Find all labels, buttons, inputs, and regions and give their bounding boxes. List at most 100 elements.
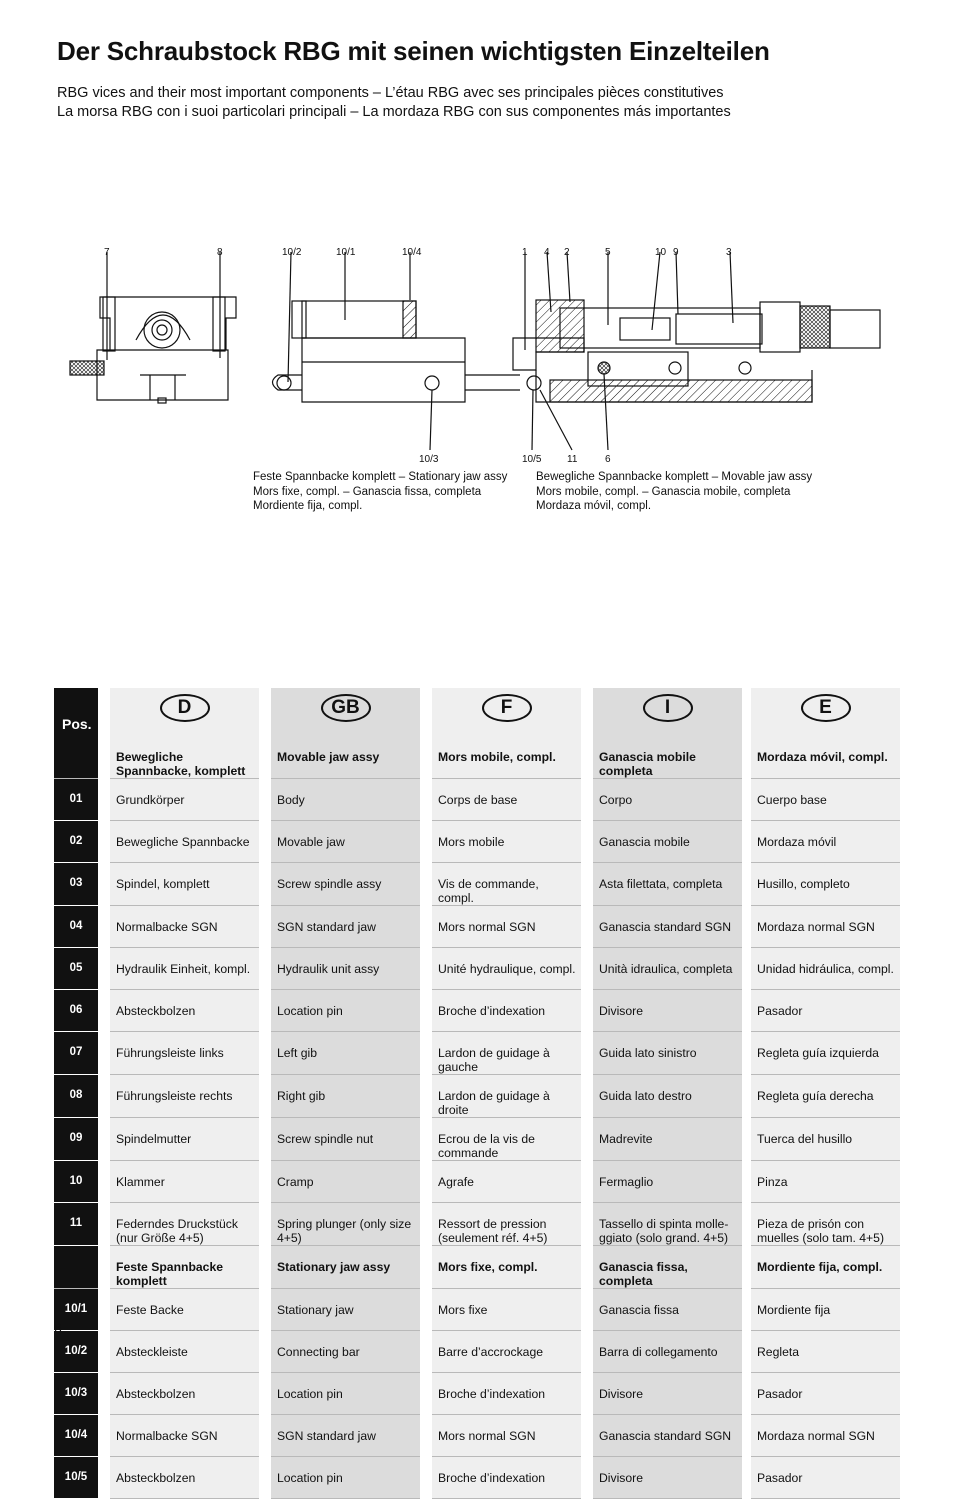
cell-f: Lardon de guidage à gauche xyxy=(432,1031,581,1075)
pos-cell: 10 xyxy=(54,1160,98,1203)
cell-i: Unità idraulica, completa xyxy=(593,947,742,990)
cell-gb: Left gib xyxy=(271,1031,420,1075)
cell-gb: Connecting bar xyxy=(271,1330,420,1373)
caption-line: Bewegliche Spannbacke komplett – Movable… xyxy=(536,471,813,483)
cell-f: Mors normal SGN xyxy=(432,1414,581,1457)
cell-e: Regleta guía derecha xyxy=(751,1074,900,1118)
cell-gb: Screw spindle assy xyxy=(271,862,420,906)
cell-d: Grundkörper xyxy=(110,778,259,821)
cell-gb: Spring plunger (only size 4+5) xyxy=(271,1202,420,1246)
cell-d: Absteckbolzen xyxy=(110,1372,259,1415)
cell-gb: Location pin xyxy=(271,989,420,1032)
cell-e: Cuerpo base xyxy=(751,778,900,821)
cell-gb: Stationary jaw xyxy=(271,1288,420,1331)
drawing-label: 9 xyxy=(673,247,679,258)
drawing-label: 11 xyxy=(567,454,578,465)
pos-cell: 04 xyxy=(54,905,98,948)
lang-header-e: E xyxy=(751,688,900,736)
cell-e: Pasador xyxy=(751,1372,900,1415)
lang-badge: D xyxy=(159,694,210,722)
cell-gb: Movable jaw xyxy=(271,820,420,863)
drawing-label: 1 xyxy=(522,247,528,258)
drawing-label: 10/4 xyxy=(402,247,422,258)
pos-cell: 01 xyxy=(54,778,98,821)
cell-f: Mors fixe xyxy=(432,1288,581,1331)
lang-header-gb: GB xyxy=(271,688,420,736)
drawing-label: 10/3 xyxy=(419,454,439,465)
cell-f: Ressort de pression (seulement réf. 4+5) xyxy=(432,1202,581,1246)
cell-d: Führungsleiste rechts xyxy=(110,1074,259,1118)
cell-f: Unité hydraulique, compl. xyxy=(432,947,581,990)
cell-f: Vis de commande, compl. xyxy=(432,862,581,906)
section-heading-i: Ganascia fissa, completa xyxy=(593,1245,742,1289)
cell-i: Ganascia fissa xyxy=(593,1288,742,1331)
drawing-label: 6 xyxy=(605,454,611,465)
cell-gb: Screw spindle nut xyxy=(271,1117,420,1161)
cell-e: Tuerca del husillo xyxy=(751,1117,900,1161)
pos-cell: 05 xyxy=(54,947,98,990)
cell-f: Mors normal SGN xyxy=(432,905,581,948)
cell-i: Tassello di spinta molle-ggiato (solo gr… xyxy=(593,1202,742,1246)
cell-i: Corpo xyxy=(593,778,742,821)
section-heading-f: Mors mobile, compl. xyxy=(432,736,581,779)
cell-d: Feste Backe xyxy=(110,1288,259,1331)
cell-gb: Right gib xyxy=(271,1074,420,1118)
subtitle: RBG vices and their most important compo… xyxy=(57,84,731,122)
cell-d: Bewegliche Spannbacke xyxy=(110,820,259,863)
cell-e: Regleta xyxy=(751,1330,900,1373)
subtitle-line: La morsa RBG con i suoi particolari prin… xyxy=(57,104,731,120)
pos-cell: 10/4 xyxy=(54,1414,98,1457)
cell-gb: Body xyxy=(271,778,420,821)
cell-e: Mordaza normal SGN xyxy=(751,1414,900,1457)
drawing-label: 3 xyxy=(726,247,732,258)
cell-i: Guida lato destro xyxy=(593,1074,742,1118)
caption-line: Mordiente fija, compl. xyxy=(253,500,363,512)
cell-d: Federndes Druckstück (nur Größe 4+5) xyxy=(110,1202,259,1246)
cell-d: Spindelmutter xyxy=(110,1117,259,1161)
section-heading-d: Feste Spannbacke komplett xyxy=(110,1245,259,1289)
cell-f: Broche d’indexation xyxy=(432,989,581,1032)
drawing-label: 10/2 xyxy=(282,247,302,258)
caption-line: Mordaza móvil, compl. xyxy=(536,500,652,512)
cell-i: Barra di collegamento xyxy=(593,1330,742,1373)
cell-f: Corps de base xyxy=(432,778,581,821)
cell-e: Pasador xyxy=(751,989,900,1032)
cell-e: Mordaza móvil xyxy=(751,820,900,863)
cell-f: Broche d’indexation xyxy=(432,1456,581,1499)
cell-d: Absteckbolzen xyxy=(110,1456,259,1499)
section-heading-f: Mors fixe, compl. xyxy=(432,1245,581,1289)
lang-header-d: D xyxy=(110,688,259,736)
subtitle-line: RBG vices and their most important compo… xyxy=(57,85,724,101)
cell-f: Lardon de guidage à droite xyxy=(432,1074,581,1118)
cell-gb: Location pin xyxy=(271,1372,420,1415)
pos-cell: 10/2 xyxy=(54,1330,98,1373)
vice-technical-drawing: 7 8 10/2 10/1 10/4 1 4 2 5 10 9 3 10/3 1… xyxy=(69,247,881,465)
cell-f: Ecrou de la vis de commande xyxy=(432,1117,581,1161)
drawing-label: 2 xyxy=(564,247,570,258)
lang-badge: I xyxy=(642,694,693,722)
drawing-label: 10/1 xyxy=(336,247,356,258)
lang-header-f: F xyxy=(432,688,581,736)
cell-d: Absteckleiste xyxy=(110,1330,259,1373)
cell-i: Divisore xyxy=(593,989,742,1032)
parts-table: Pos. D GB F I E Bewegliche Spannbacke, k… xyxy=(54,688,900,1499)
drawing-label: 10 xyxy=(655,247,667,258)
pos-cell: 07 xyxy=(54,1031,98,1075)
cell-i: Divisore xyxy=(593,1372,742,1415)
cell-d: Absteckbolzen xyxy=(110,989,259,1032)
cell-e: Pasador xyxy=(751,1456,900,1499)
section-heading-d: Bewegliche Spannbacke, komplett xyxy=(110,736,259,779)
pos-cell: 10/3 xyxy=(54,1372,98,1415)
pos-cell: 03 xyxy=(54,862,98,906)
drawing-label: 5 xyxy=(605,247,611,258)
